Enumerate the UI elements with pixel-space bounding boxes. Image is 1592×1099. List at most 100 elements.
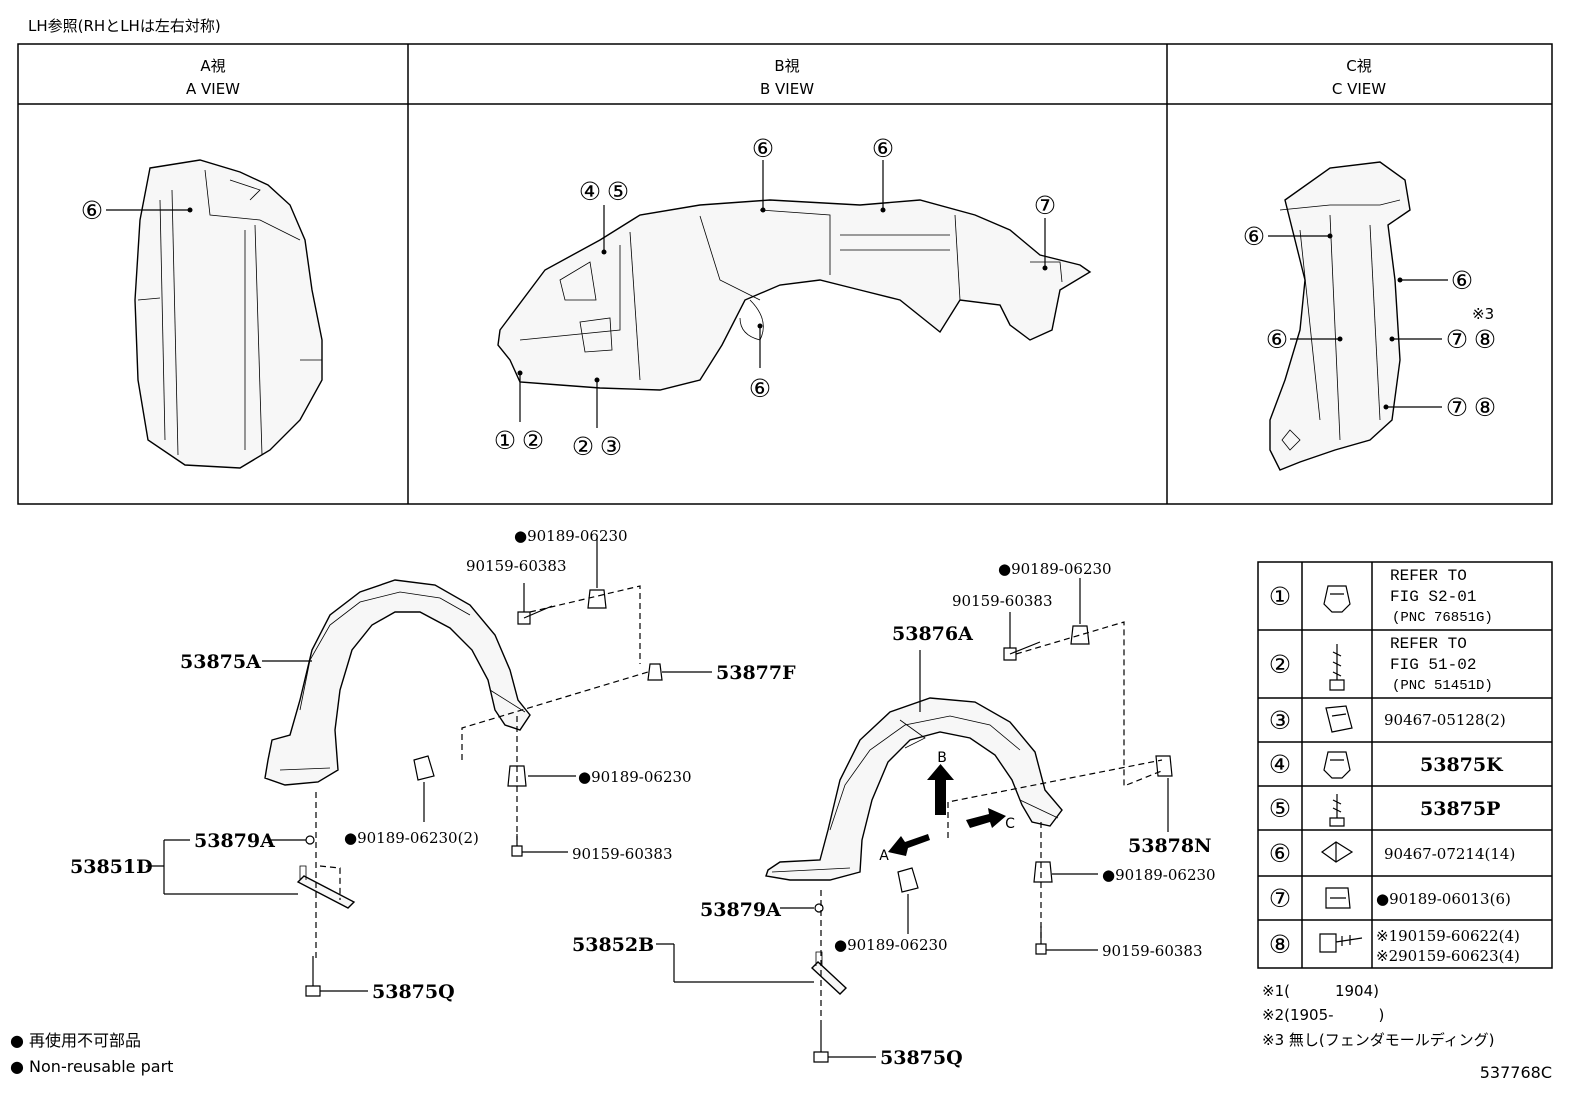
part-label: ●90189-06230 bbox=[834, 936, 948, 954]
left-fender-liner-drawing bbox=[264, 579, 531, 786]
part-label: ●90189-06230(2) bbox=[344, 829, 479, 847]
part-label: 90159-60383 bbox=[466, 557, 567, 575]
view-a-liner-drawing bbox=[134, 159, 323, 469]
part-label: 90159-60383 bbox=[1102, 942, 1203, 960]
part-label: 53875Q bbox=[880, 1047, 963, 1069]
callout-6: ⑥ bbox=[1451, 266, 1473, 295]
legend-row-number: ① bbox=[1269, 582, 1291, 611]
legend-row-text: REFER TO bbox=[1390, 635, 1467, 653]
legend-row-text: ●90189-06013(6) bbox=[1376, 890, 1511, 908]
callout-7: ⑦ bbox=[1034, 191, 1056, 220]
right-fender-liner-drawing bbox=[765, 697, 1063, 881]
clip-icon bbox=[1323, 585, 1351, 613]
callout-2: ② bbox=[572, 432, 594, 461]
legend-row-text: 90467-05128(2) bbox=[1384, 711, 1506, 729]
footnote-3: ※3 無し(フェンダモールディング) bbox=[1262, 1031, 1495, 1049]
legend-icons bbox=[1319, 585, 1363, 953]
callout-1: ① bbox=[494, 426, 516, 455]
footnote-2: ※2(1905- ) bbox=[1262, 1006, 1384, 1024]
part-label: 53878N bbox=[1128, 835, 1211, 857]
legend-row-text: 90467-07214(14) bbox=[1384, 845, 1515, 863]
part-label: 53876A bbox=[892, 623, 973, 645]
clip-icon bbox=[1323, 751, 1351, 779]
view-c-title-en: C VIEW bbox=[1332, 80, 1386, 98]
callout-6: ⑥ bbox=[1266, 325, 1288, 354]
part-label: 53875A bbox=[180, 651, 261, 673]
view-b-liner-drawing bbox=[497, 199, 1092, 391]
callout-8: ⑧ bbox=[1474, 393, 1496, 422]
legend-row-text: ※290159-60623(4) bbox=[1376, 947, 1520, 965]
legend-row-number: ⑥ bbox=[1269, 839, 1291, 868]
part-label: ●90189-06230 bbox=[514, 527, 628, 545]
arrow-c-label: C bbox=[1005, 816, 1015, 832]
view-c-title-jp: C視 bbox=[1346, 57, 1371, 75]
part-label: 90159-60383 bbox=[952, 592, 1053, 610]
legend-row-text: (PNC 76851G) bbox=[1392, 610, 1493, 626]
part-label: ●90189-06230 bbox=[998, 560, 1112, 578]
grommet-icon bbox=[1325, 887, 1351, 909]
view-a-title-en: A VIEW bbox=[186, 80, 240, 98]
note-3-marker: ※3 bbox=[1472, 305, 1494, 323]
view-b-title-en: B VIEW bbox=[760, 80, 814, 98]
view-c-callouts: ⑥ ⑥ ⑥ ※3 ⑦ ⑧ ⑦ ⑧ bbox=[1243, 222, 1496, 422]
left-dashed-guides bbox=[315, 585, 649, 960]
part-label: 53879A bbox=[700, 899, 781, 921]
view-b-title-jp: B視 bbox=[774, 57, 799, 75]
part-label: 53877F bbox=[716, 662, 796, 684]
non-reusable-key-en: ● Non-reusable part bbox=[10, 1057, 173, 1076]
callout-6: ⑥ bbox=[81, 196, 103, 225]
callout-6: ⑥ bbox=[749, 374, 771, 403]
diagram-id: 537768C bbox=[1480, 1063, 1552, 1082]
arrow-b-label: B bbox=[937, 750, 947, 766]
callout-2: ② bbox=[522, 426, 544, 455]
legend-row-number: ④ bbox=[1269, 750, 1291, 779]
part-label: ●90189-06230 bbox=[578, 768, 692, 786]
non-reusable-key-jp: ● 再使用不可部品 bbox=[10, 1031, 141, 1050]
left-fasteners bbox=[305, 589, 663, 997]
legend-row-text: ※190159-60622(4) bbox=[1376, 927, 1520, 945]
callout-8: ⑧ bbox=[1474, 325, 1496, 354]
legend-table-grid bbox=[1257, 561, 1553, 969]
callout-6: ⑥ bbox=[872, 134, 894, 163]
legend-row-text: 53875K bbox=[1420, 754, 1504, 776]
callout-3: ③ bbox=[600, 432, 622, 461]
screw-icon bbox=[1329, 794, 1345, 827]
view-a-title-jp: A視 bbox=[200, 57, 225, 75]
right-dashed-guides bbox=[820, 621, 1165, 1020]
right-fasteners bbox=[813, 625, 1173, 1063]
legend-row-number: ⑦ bbox=[1269, 884, 1291, 913]
legend-row-number: ⑧ bbox=[1269, 930, 1291, 959]
view-c-liner-drawing bbox=[1269, 161, 1411, 471]
callout-6: ⑥ bbox=[1243, 222, 1265, 251]
legend-row-text: 53875P bbox=[1420, 798, 1500, 820]
part-label: 53852B bbox=[572, 934, 654, 956]
bolt-icon bbox=[1319, 933, 1363, 953]
screw-icon bbox=[1329, 644, 1345, 691]
part-label: 53875Q bbox=[372, 981, 455, 1003]
callout-5: ⑤ bbox=[607, 177, 629, 206]
view-a-callouts: ⑥ bbox=[81, 196, 188, 225]
direction-arrows bbox=[888, 764, 1006, 856]
legend-row-text: (PNC 51451D) bbox=[1392, 678, 1493, 694]
part-label: ●90189-06230 bbox=[1102, 866, 1216, 884]
part-label: 53879A bbox=[194, 830, 275, 852]
view-panels bbox=[17, 43, 1553, 505]
right-leader-lines bbox=[656, 578, 1169, 1058]
left-leader-lines bbox=[146, 538, 712, 992]
part-label: 53851D bbox=[70, 856, 153, 878]
view-b-callouts: ④ ⑤ ⑥ ⑥ ⑦ ⑥ ① ② ② ③ bbox=[494, 134, 1056, 461]
footnote-1: ※1( 1904) bbox=[1262, 982, 1379, 1000]
callout-4: ④ bbox=[579, 177, 601, 206]
legend-row-number: ③ bbox=[1269, 706, 1291, 735]
legend-row-text: FIG S2-01 bbox=[1390, 588, 1476, 606]
header-note: LH参照(RHとLHは左右対称) bbox=[28, 17, 221, 35]
legend-row-text: REFER TO bbox=[1390, 567, 1467, 585]
part-label: 90159-60383 bbox=[572, 845, 673, 863]
push-clip-icon bbox=[1320, 841, 1354, 863]
callout-7: ⑦ bbox=[1446, 325, 1468, 354]
nut-clip-icon bbox=[1325, 705, 1353, 733]
legend-row-number: ⑤ bbox=[1269, 794, 1291, 823]
callout-6: ⑥ bbox=[752, 134, 774, 163]
arrow-a-label: A bbox=[879, 848, 889, 864]
